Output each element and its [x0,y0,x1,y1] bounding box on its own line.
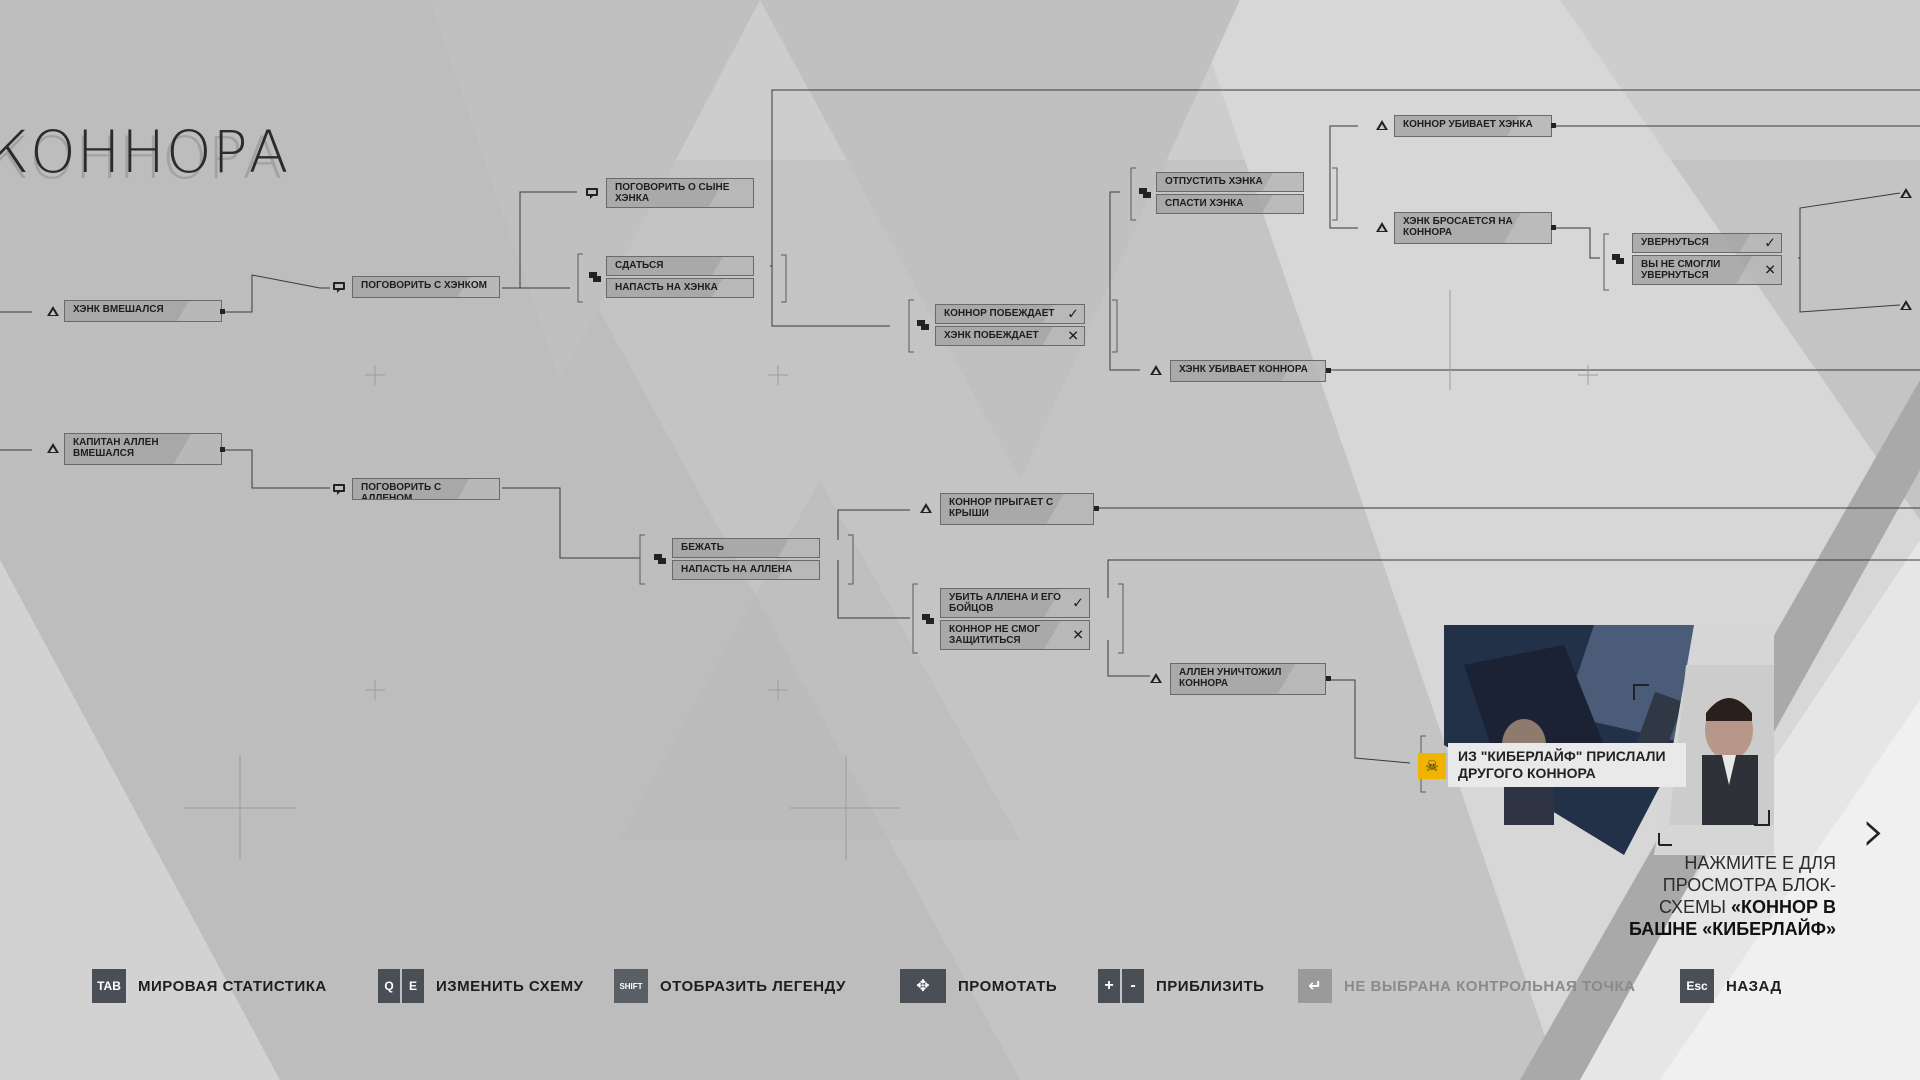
event-icon [1900,300,1912,310]
hint-show-legend[interactable]: SHIFT ОТОБРАЗИТЬ ЛЕГЕНДУ [614,968,846,1004]
node-connor-jumps[interactable]: КОННОР ПРЫГАЕТ С КРЫШИ [940,493,1094,525]
cross-icon: ✕ [1072,626,1084,643]
node-kill-allen[interactable]: УБИТЬ АЛЛЕНА И ЕГО БОЙЦОВ✓ [940,588,1090,618]
dialogue-icon [333,484,345,495]
connector-dot [1094,506,1099,511]
key-minus: - [1122,969,1144,1003]
event-icon [1150,365,1162,375]
node-hank-kills-connor[interactable]: ХЭНК УБИВАЕТ КОННОРА [1170,360,1326,382]
check-icon: ✓ [1764,234,1776,251]
event-icon [1150,673,1162,683]
title-ghost: КОННОРА [0,124,283,192]
press-prefix: НАЖМИТЕ E ДЛЯ ПРОСМОТРА БЛОК-СХЕМЫ [1659,853,1836,917]
key-q: Q [378,969,400,1003]
dialogue-icon [586,188,598,199]
node-dodge[interactable]: УВЕРНУТЬСЯ✓ [1632,233,1782,253]
event-icon [47,443,59,453]
hint-label: НАЗАД [1726,977,1782,995]
hint-label: ИЗМЕНИТЬ СХЕМУ [436,977,584,995]
event-icon [1900,188,1912,198]
press-target: «КОННОР В БАШНЕ «КИБЕРЛАЙФ» [1628,897,1836,939]
chapter-preview-image[interactable] [1444,625,1774,855]
hint-label: НЕ ВЫБРАНА КОНТРОЛЬНАЯ ТОЧКА [1344,977,1636,995]
event-icon [1376,222,1388,232]
node-hank-wins[interactable]: ХЭНК ПОБЕЖДАЕТ✕ [935,326,1085,346]
key-plus: + [1098,969,1120,1003]
cross-icon: ✕ [1764,261,1776,278]
hint-label: ОТОБРАЗИТЬ ЛЕГЕНДУ [660,977,846,995]
node-hank-intervened[interactable]: ХЭНК ВМЕШАЛСЯ [64,300,222,322]
check-icon: ✓ [1067,305,1079,322]
dialogue-icon [333,282,345,293]
connector-dot [1326,676,1331,681]
node-failed-dodge[interactable]: ВЫ НЕ СМОГЛИ УВЕРНУТЬСЯ✕ [1632,255,1782,285]
check-icon: ✓ [1072,594,1084,611]
move-arrows-icon: ✥ [900,969,946,1003]
choice-icon [1612,254,1624,264]
controls-bar: TAB МИРОВАЯ СТАТИСТИКА Q E ИЗМЕНИТЬ СХЕМ… [0,968,1920,1008]
hint-label: ПРИБЛИЗИТЬ [1156,977,1265,995]
node-hank-attacks-connor[interactable]: ХЭНК БРОСАЕТСЯ НА КОННОРА [1394,212,1552,244]
node-attack-hank[interactable]: НАПАСТЬ НА ХЭНКА [606,278,754,298]
node-talk-allen[interactable]: ПОГОВОРИТЬ С АЛЛЕНОМ [352,478,500,500]
hint-label: ПРОМОТАТЬ [958,977,1058,995]
key-shift: SHIFT [614,969,648,1003]
node-connor-failed[interactable]: КОННОР НЕ СМОГ ЗАЩИТИТЬСЯ✕ [940,620,1090,650]
choice-icon [922,614,934,624]
chevron-right-icon[interactable]: › [1862,796,1886,866]
event-icon [47,306,59,316]
event-icon [920,503,932,513]
node-allen-destroyed[interactable]: АЛЛЕН УНИЧТОЖИЛ КОННОРА [1170,663,1326,695]
key-tab: TAB [92,969,126,1003]
connector-dot [220,309,225,314]
connector-dot [1551,225,1556,230]
node-surrender[interactable]: СДАТЬСЯ [606,256,754,276]
choice-icon [917,320,929,330]
node-save-hank[interactable]: СПАСТИ ХЭНКА [1156,194,1304,214]
node-release-hank[interactable]: ОТПУСТИТЬ ХЭНКА [1156,172,1304,192]
key-e: E [402,969,424,1003]
node-talk-hank[interactable]: ПОГОВОРИТЬ С ХЭНКОМ [352,276,500,298]
key-esc: Esc [1680,969,1714,1003]
hint-label: МИРОВАЯ СТАТИСТИКА [138,977,327,995]
choice-icon [589,272,601,282]
connector-dot [220,447,225,452]
node-talk-son[interactable]: ПОГОВОРИТЬ О СЫНЕ ХЭНКА [606,178,754,208]
hint-back[interactable]: Esc НАЗАД [1680,968,1782,1004]
hint-scroll[interactable]: ✥ ПРОМОТАТЬ [900,968,1057,1004]
node-run[interactable]: БЕЖАТЬ [672,538,820,558]
hint-zoom[interactable]: + - ПРИБЛИЗИТЬ [1098,968,1264,1004]
cross-icon: ✕ [1067,327,1079,344]
enter-icon: ↵ [1298,969,1332,1003]
press-e-hint: НАЖМИТЕ E ДЛЯ ПРОСМОТРА БЛОК-СХЕМЫ «КОНН… [1600,852,1836,940]
hint-checkpoint: ↵ НЕ ВЫБРАНА КОНТРОЛЬНАЯ ТОЧКА [1298,968,1635,1004]
event-icon [1376,120,1388,130]
preview-label[interactable]: ИЗ "КИБЕРЛАЙФ" ПРИСЛАЛИ ДРУГОГО КОННОРА [1448,743,1686,787]
node-captain-allen[interactable]: КАПИТАН АЛЛЕН ВМЕШАЛСЯ [64,433,222,465]
node-attack-allen[interactable]: НАПАСТЬ НА АЛЛЕНА [672,560,820,580]
skull-icon: ☠ [1418,753,1446,779]
node-connor-wins[interactable]: КОННОР ПОБЕЖДАЕТ✓ [935,304,1085,324]
connector-dot [1326,368,1331,373]
connector-dot [1551,123,1556,128]
page-title: КОННОРА [0,118,290,186]
hint-world-stats[interactable]: TAB МИРОВАЯ СТАТИСТИКА [92,968,327,1004]
hint-change-scheme[interactable]: Q E ИЗМЕНИТЬ СХЕМУ [378,968,584,1004]
node-connor-kills-hank[interactable]: КОННОР УБИВАЕТ ХЭНКА [1394,115,1552,137]
choice-icon [1139,188,1151,198]
choice-icon [654,554,666,564]
